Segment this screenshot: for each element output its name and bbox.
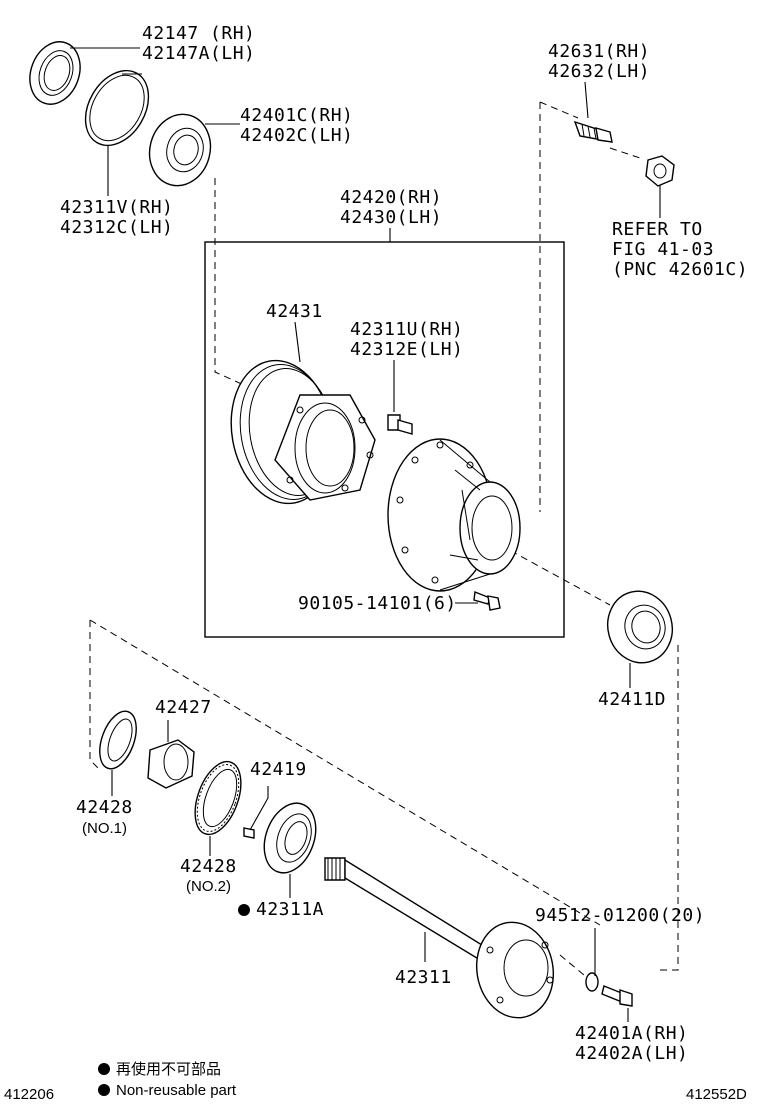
- label-42420: 42420(RH): [340, 187, 443, 208]
- label-90105: 90105-14101(6): [298, 593, 457, 614]
- bearing-42401c: [148, 113, 212, 187]
- label-42419: 42419: [250, 759, 307, 780]
- brake-drum-42431: [230, 359, 376, 505]
- oil-seal-42147: [29, 41, 81, 105]
- label-42311v: 42311V(RH): [60, 197, 174, 218]
- label-94512: 94512-01200(20): [535, 905, 706, 926]
- label-42431: 42431: [266, 301, 323, 322]
- label-42147: 42147 (RH): [142, 23, 256, 44]
- seal-42311a: [263, 802, 317, 874]
- bolt-42401a: [601, 985, 633, 1007]
- ring-42311v: [84, 69, 150, 147]
- label-42401c: 42401C(RH): [240, 105, 354, 126]
- washer-42428-no2: [194, 760, 242, 836]
- washer-94512: [585, 972, 599, 992]
- label-42312e: 42312E(LH): [350, 339, 464, 360]
- hub-bolt-42311u: [387, 414, 413, 435]
- label-42401a: 42401A(RH): [575, 1023, 689, 1044]
- hub-nut: [645, 155, 675, 187]
- label-42631: 42631(RH): [548, 41, 651, 62]
- label-42428-no1: 42428: [76, 797, 133, 818]
- footer-left-code: 412206: [4, 1086, 55, 1103]
- label-42632: 42632(LH): [548, 61, 651, 82]
- refer-to-line3: (PNC 42601C): [612, 259, 749, 280]
- label-42402a: 42402A(LH): [575, 1043, 689, 1064]
- refer-to-line1: REFER TO: [612, 219, 703, 240]
- bearing-42411d: [607, 590, 673, 664]
- label-42312c: 42312C(LH): [60, 217, 174, 238]
- label-42311a: 42311A: [238, 900, 324, 920]
- axle-hub: [387, 438, 521, 592]
- legend-dot-icon: [98, 1084, 110, 1096]
- legend-jp: 再使用不可部品: [98, 1061, 221, 1079]
- screw-42419: [243, 827, 255, 839]
- label-42411d: 42411D: [598, 689, 667, 710]
- washer-42428-no1: [99, 710, 137, 770]
- refer-to-line2: FIG 41-03: [612, 239, 715, 260]
- label-42430: 42430(LH): [340, 207, 443, 228]
- hub-assembly-box: [204, 241, 565, 638]
- footer-right-code: 412552D: [686, 1086, 747, 1103]
- lock-nut-42427: [147, 739, 195, 789]
- axle-shaft-42311: [324, 857, 555, 1019]
- label-42402c: 42402C(LH): [240, 125, 354, 146]
- label-42311u: 42311U(RH): [350, 319, 464, 340]
- dashed-guides: [89, 101, 679, 981]
- label-42428-no2-sub: (NO.2): [186, 878, 231, 895]
- legend-dot-icon: [98, 1063, 110, 1075]
- label-42428-no2: 42428: [180, 856, 237, 877]
- label-42147a: 42147A(LH): [142, 43, 256, 64]
- bolt-90105: [473, 591, 501, 611]
- label-42427: 42427: [155, 697, 212, 718]
- non-reusable-dot-icon: [238, 904, 250, 916]
- stud-42631: [573, 120, 613, 143]
- label-42311: 42311: [395, 967, 452, 988]
- label-42428-no1-sub: (NO.1): [82, 820, 127, 837]
- legend-en: Non-reusable part: [98, 1082, 236, 1100]
- leader-lines: [70, 47, 661, 1022]
